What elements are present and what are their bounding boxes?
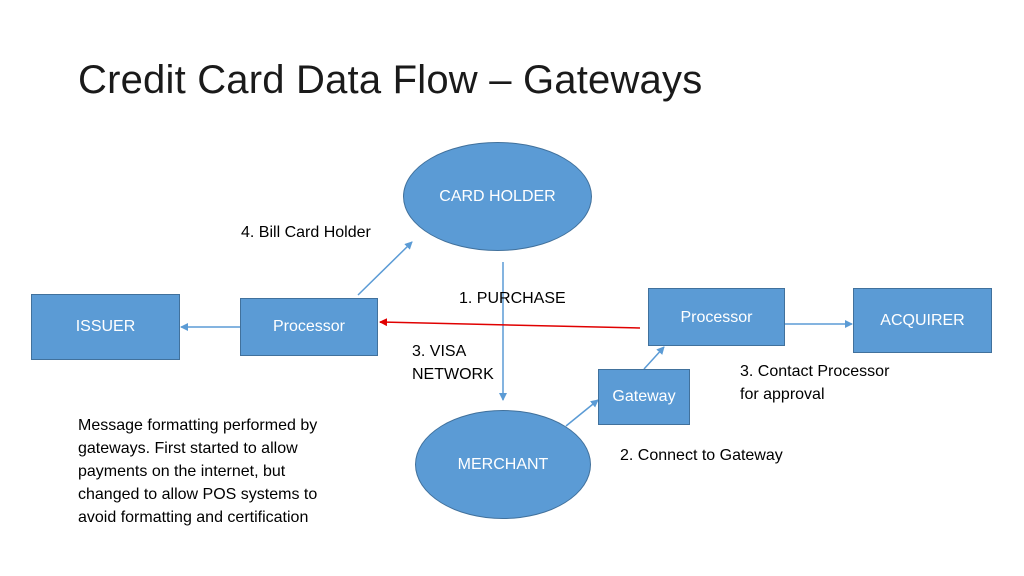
note-line-2: gateways. First started to allow bbox=[78, 440, 298, 457]
bill-card-holder-arrow bbox=[357, 241, 413, 296]
slide-title: Credit Card Data Flow – Gateways bbox=[78, 58, 703, 102]
contact-processor-line1: 3. Contact Processor bbox=[740, 363, 890, 380]
note-line-3: payments on the internet, but bbox=[78, 463, 286, 480]
note-line-4: changed to allow POS systems to bbox=[78, 486, 318, 503]
issuer-node: ISSUER bbox=[31, 294, 180, 360]
visa-network-line1: 3. VISA bbox=[412, 343, 467, 360]
gateway-to-processor-arrow bbox=[643, 346, 665, 370]
note-line-5: avoid formatting and certification bbox=[78, 509, 309, 526]
visa-network-arrow bbox=[379, 318, 641, 329]
acquirer-node: ACQUIRER bbox=[853, 288, 992, 353]
merchant-to-gateway-arrow bbox=[565, 399, 599, 427]
note-text: Message formatting performed by gateways… bbox=[78, 414, 317, 529]
note-line-1: Message formatting performed by bbox=[78, 417, 318, 434]
contact-processor-line2: for approval bbox=[740, 386, 825, 403]
processor-right-node: Processor bbox=[648, 288, 785, 346]
merchant-node: MERCHANT bbox=[415, 410, 591, 519]
contact-processor-label: 3. Contact Processor for approval bbox=[740, 360, 889, 406]
card-holder-node: CARD HOLDER bbox=[403, 142, 592, 251]
purchase-label: 1. PURCHASE bbox=[459, 290, 566, 307]
processor-left-node: Processor bbox=[240, 298, 378, 356]
gateway-node: Gateway bbox=[598, 369, 690, 425]
connect-gateway-label: 2. Connect to Gateway bbox=[620, 447, 783, 464]
visa-network-line2: NETWORK bbox=[412, 366, 494, 383]
visa-network-label: 3. VISA NETWORK bbox=[412, 340, 494, 386]
bill-card-holder-label: 4. Bill Card Holder bbox=[241, 224, 371, 241]
